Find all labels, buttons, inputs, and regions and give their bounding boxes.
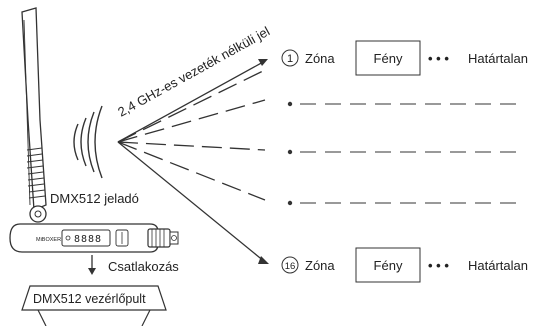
light-box bbox=[355, 40, 421, 76]
segment-display: 8888 bbox=[74, 234, 102, 245]
signal-rays bbox=[117, 60, 266, 263]
light-label: Fény bbox=[374, 258, 403, 273]
zone-number: 16 bbox=[285, 261, 296, 272]
light-box bbox=[355, 247, 421, 283]
unlimited-label: Határtalan bbox=[468, 51, 528, 66]
arrowhead-icon bbox=[258, 59, 268, 66]
row-dot bbox=[287, 101, 293, 107]
unlimited-label: Határtalan bbox=[468, 258, 528, 273]
zone-row-16: 16 Zóna Fény • • • Határtalan bbox=[281, 247, 528, 283]
ray-3 bbox=[117, 99, 266, 143]
brand-logo: MiBOXER bbox=[36, 237, 61, 243]
zone-number: 1 bbox=[287, 53, 293, 65]
wireless-signal-icon bbox=[73, 105, 103, 179]
row-dot bbox=[287, 149, 293, 155]
dmx512-console bbox=[21, 285, 167, 326]
intermediate-zones bbox=[287, 101, 520, 206]
zone-label: Zóna bbox=[305, 258, 335, 273]
light-label: Fény bbox=[374, 51, 403, 66]
dmx512-transmitter: MiBOXER 8888 bbox=[9, 223, 179, 253]
zone-label: Zóna bbox=[305, 51, 335, 66]
transmitter-label: DMX512 jeladó bbox=[50, 191, 139, 206]
xlr-connector bbox=[147, 228, 171, 248]
ellipsis-dots: • • • bbox=[428, 51, 449, 66]
ray-5 bbox=[117, 141, 266, 201]
ray-zone-1 bbox=[117, 60, 266, 143]
zone-row-1: 1 Zóna Fény • • • Határtalan bbox=[281, 40, 528, 76]
ray-4 bbox=[117, 141, 266, 151]
antenna bbox=[21, 7, 47, 223]
console-label: DMX512 vezérlőpult bbox=[33, 292, 146, 306]
connection-label: Csatlakozás bbox=[108, 259, 179, 274]
ellipsis-dots: • • • bbox=[428, 258, 449, 273]
down-arrow-icon bbox=[88, 255, 96, 275]
row-dot bbox=[287, 200, 293, 206]
ray-zone-16 bbox=[117, 141, 266, 263]
arrowhead-icon bbox=[258, 256, 269, 264]
